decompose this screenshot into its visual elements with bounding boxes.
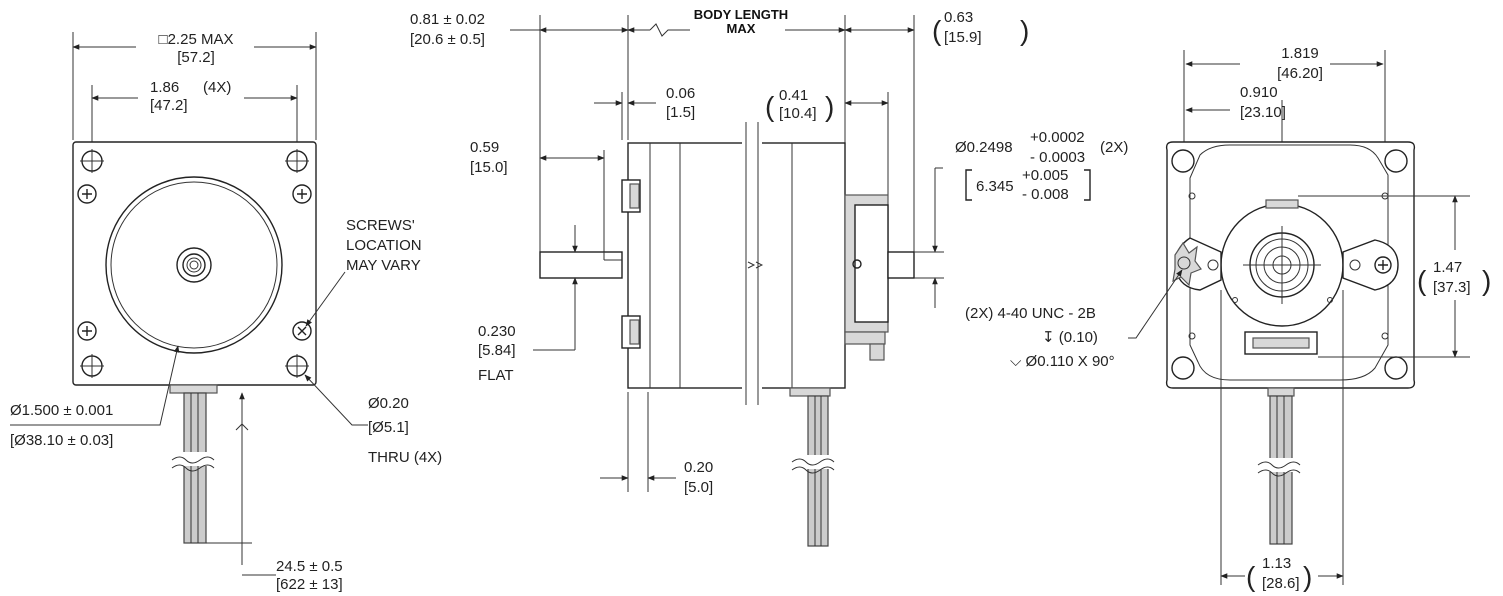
encoder-len-mm: [10.4] [779, 105, 817, 122]
rear-shaft-mm-minus: - 0.008 [1022, 186, 1069, 203]
rear-view: 1.819 [46.20] 0.910 [23.10] [965, 45, 1491, 592]
svg-text:): ) [1020, 15, 1029, 46]
rear-bottom: 1.13 [1262, 555, 1291, 572]
flat-length: 0.59 [470, 139, 499, 156]
lead-length: 24.5 ± 0.5 [276, 558, 343, 575]
rear-shaft-mm: 6.345 [976, 178, 1014, 195]
encoder-len: 0.41 [779, 87, 808, 104]
rear-ext: 0.63 [944, 9, 973, 26]
boss-height: 0.06 [666, 85, 695, 102]
shaft-length: 0.81 ± 0.02 [410, 11, 485, 28]
rear-width: 1.819 [1281, 45, 1319, 62]
svg-text:): ) [1482, 265, 1491, 296]
svg-text:(: ( [765, 91, 775, 122]
rear-width-mm: [46.20] [1277, 65, 1323, 82]
flat-depth-mm: [5.84] [478, 342, 516, 359]
hole-dia-mm: [Ø5.1] [368, 419, 409, 436]
screws-note-2: LOCATION [346, 237, 422, 254]
svg-text:): ) [1303, 561, 1312, 592]
rear-height: 1.47 [1433, 259, 1462, 276]
rear-bottom-mm: [28.6] [1262, 575, 1300, 592]
svg-text:(: ( [1417, 265, 1427, 296]
rear-shaft-tol-plus: +0.0002 [1030, 129, 1085, 146]
body-length-label-2: MAX [727, 21, 756, 36]
rear-height-mm: [37.3] [1433, 279, 1471, 296]
front-lead-wires [183, 392, 207, 544]
rear-shaft [887, 251, 915, 279]
mounting-holes [80, 149, 309, 378]
flat-label: FLAT [478, 367, 514, 384]
rear-shaft-count: (2X) [1100, 139, 1128, 156]
pilot-dia: Ø1.500 ± 0.001 [10, 402, 113, 419]
front-body-size: □2.25 MAX [159, 31, 234, 48]
rear-shaft-dia: Ø0.2498 [955, 139, 1013, 156]
screws-note-1: SCREWS' [346, 217, 415, 234]
hole-thru: THRU (4X) [368, 449, 442, 466]
front-hole-spacing-mm: [47.2] [150, 97, 188, 114]
flange-mm: [5.0] [684, 479, 713, 496]
flange: 0.20 [684, 459, 713, 476]
rear-shaft-tol-minus: - 0.0003 [1030, 149, 1085, 166]
side-view: 0.81 ± 0.02 [20.6 ± 0.5] BODY LENGTH MAX… [410, 7, 1128, 547]
pilot-dia-mm: [Ø38.10 ± 0.03] [10, 432, 113, 449]
rear-thread: (2X) 4-40 UNC - 2B [965, 305, 1096, 322]
rear-ext-mm: [15.9] [944, 29, 982, 46]
svg-text:(: ( [932, 15, 942, 46]
front-view: □2.25 MAX [57.2] 1.86 (4X) [47.2] [10, 31, 442, 593]
flat-depth: 0.230 [478, 323, 516, 340]
front-hole-spacing: 1.86 [150, 79, 179, 96]
screws-note-3: MAY VARY [346, 257, 421, 274]
front-hole-count: (4X) [203, 79, 231, 96]
boss-height-mm: [1.5] [666, 104, 695, 121]
rear-depth: ↧ (0.10) [1042, 329, 1098, 346]
screws [77, 184, 312, 341]
rear-shaft-mm-plus: +0.005 [1022, 167, 1068, 184]
rear-half-mm: [23.10] [1240, 104, 1286, 121]
rear-csk: ⌵ Ø0.110 X 90° [1010, 353, 1115, 370]
svg-text:): ) [825, 91, 834, 122]
svg-text:(: ( [1246, 561, 1256, 592]
shaft-boss [176, 247, 212, 283]
lead-length-mm: [622 ± 13] [276, 576, 343, 593]
rear-half: 0.910 [1240, 84, 1278, 101]
shaft-length-mm: [20.6 ± 0.5] [410, 31, 485, 48]
body-length-label-1: BODY LENGTH [694, 7, 788, 22]
front-body-outline [72, 141, 317, 386]
flat-length-mm: [15.0] [470, 159, 508, 176]
pilot-circle [105, 176, 283, 354]
hole-dia: Ø0.20 [368, 395, 409, 412]
side-body [627, 142, 846, 389]
front-shaft [539, 251, 623, 279]
front-body-size-mm: [57.2] [177, 49, 215, 66]
